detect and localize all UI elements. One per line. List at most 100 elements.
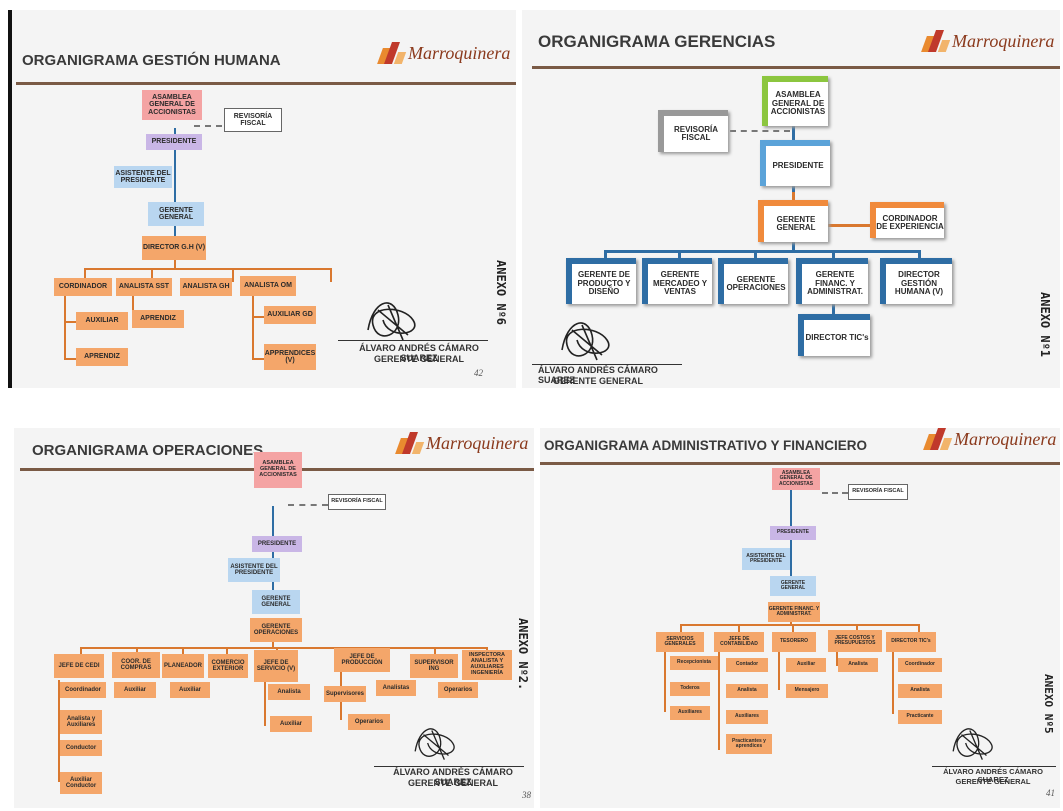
connector [718, 652, 720, 750]
title-rule [540, 462, 1060, 465]
brand-logo: Marroquinera [377, 42, 511, 64]
node-planeador: PLANEADOR [162, 654, 204, 678]
slide-title: ORGANIGRAMA GESTIÓN HUMANA [22, 52, 281, 69]
node-auxiliar-3: Auxiliar [270, 716, 312, 732]
node-presidente: PRESIDENTE [770, 526, 816, 540]
node-inspectora: INSPECTORA ANALISTA Y AUXILIARES INGENIE… [462, 650, 512, 680]
connector [754, 250, 757, 260]
connector [252, 358, 264, 360]
node-tesorero: TESORERO [772, 632, 816, 652]
node-analista-contabilidad: Analista [726, 684, 768, 698]
signature-icon [414, 728, 455, 760]
signature-name: ÁLVARO ANDRÉS CÁMARO SUAREZ [943, 767, 1043, 785]
node-revisoria: REVISORÍA FISCAL [328, 494, 386, 510]
node-jefe-cedi: JEFE DE CEDI [54, 654, 104, 678]
signature-name: ÁLVARO ANDRÉS CÁMARO SUAREZ [538, 365, 658, 385]
connector [80, 647, 488, 649]
node-presidente: PRESIDENTE [252, 536, 302, 552]
connector-dashed [730, 130, 790, 132]
connector [232, 268, 234, 282]
connector [434, 647, 436, 655]
node-aprendiz-1: APRENDIZ [132, 310, 184, 328]
node-gestion-humana: DIRECTOR GESTIÓN HUMANA (V) [880, 258, 952, 304]
node-aprendiz-2: APRENDIZ [76, 348, 128, 366]
brand-mark-icon [395, 432, 425, 454]
connector-dashed [194, 125, 222, 127]
signature-role: GERENTE GENERAL [552, 376, 643, 386]
node-supervisores: Supervisores [324, 686, 366, 702]
node-gerente: GERENTE GENERAL [252, 590, 300, 614]
node-asistente: ASISTENTE DEL PRESIDENTE [228, 558, 280, 582]
connector [226, 647, 228, 655]
node-mercadeo: GERENTE MERCADEO Y VENTAS [642, 258, 712, 304]
node-servicio: JEFE DE SERVICIO (V) [254, 650, 298, 682]
connector [918, 250, 921, 260]
connector-dashed [288, 504, 328, 506]
page-number: 42 [474, 368, 483, 378]
node-conductor: Conductor [60, 740, 102, 756]
node-cordinador: CORDINADOR [54, 278, 112, 296]
connector [828, 224, 878, 227]
connector [84, 268, 86, 282]
node-practicantes: Practicantes y aprendices [726, 734, 772, 754]
node-gerente: GERENTE GENERAL [770, 576, 816, 596]
node-operarios-2: Operarios [348, 714, 390, 730]
connector [182, 647, 184, 655]
node-presidente: PRESIDENTE [760, 140, 830, 186]
node-analista-gh: ANALISTA GH [180, 278, 232, 296]
signature-icon [952, 728, 993, 760]
connector [792, 192, 795, 202]
node-tics: DIRECTOR TIC's [886, 632, 936, 652]
node-gerente: GERENTE GENERAL [148, 202, 204, 226]
title-rule [532, 66, 1060, 69]
slide-title: ORGANIGRAMA OPERACIONES [32, 442, 264, 459]
brand-name: Marroquinera [408, 42, 511, 63]
signature-line [338, 340, 488, 341]
connector [738, 624, 740, 632]
slide-title: ORGANIGRAMA GERENCIAS [538, 32, 776, 51]
node-practicante: Practicante [898, 710, 942, 724]
node-presidente: PRESIDENTE [146, 134, 202, 150]
connector [680, 624, 920, 626]
annex-label: ANEXO Nº6 [494, 260, 508, 326]
connector [252, 316, 264, 318]
connector [80, 647, 82, 655]
slide-gerencias: ORGANIGRAMA GERENCIAS Marroquinera ASAMB… [522, 10, 1060, 388]
node-auxiliar-gd: AUXILIAR GD [264, 306, 316, 324]
signature-line [374, 766, 524, 767]
slide-gestion-humana: ORGANIGRAMA GESTIÓN HUMANA Marroquinera … [8, 10, 516, 388]
brand-name: Marroquinera [952, 30, 1055, 51]
slide-edge [8, 10, 12, 388]
signature-role: GERENTE GENERAL [955, 777, 1031, 786]
signature-name: ÁLVARO ANDRÉS CÁMARO SUAREZ [393, 767, 513, 787]
connector [252, 294, 254, 360]
node-analista-om: ANALISTA OM [240, 276, 296, 296]
signature-role: GERENTE GENERAL [373, 354, 464, 364]
connector [832, 302, 835, 316]
node-contabilidad: JEFE DE CONTABILIDAD [714, 632, 764, 652]
brand-name: Marroquinera [426, 432, 529, 453]
node-analista: Analista [268, 684, 310, 700]
node-asamblea: ASAMBLEA GENERAL DE ACCIONISTAS [762, 76, 828, 126]
page-number: 41 [1046, 788, 1055, 798]
connector [664, 652, 666, 712]
node-coordinador: Coordinador [898, 658, 942, 672]
signature-name: ÁLVARO ANDRÉS CÁMARO SUAREZ [359, 343, 479, 363]
slide-operaciones: ORGANIGRAMA OPERACIONES Marroquinera ASA… [14, 428, 534, 808]
node-comercio: COMERCIO EXTERIOR [208, 654, 248, 678]
connector [64, 294, 66, 360]
connector [856, 624, 858, 632]
node-auxiliar: AUXILIAR [76, 312, 128, 330]
connector [64, 321, 76, 323]
annex-label: ANEXO Nº2. [516, 618, 530, 691]
node-toderos: Toderos [670, 682, 710, 696]
connector [84, 268, 332, 270]
node-gerente-operaciones: GERENTE OPERACIONES [250, 618, 302, 642]
connector [330, 268, 332, 282]
node-apprendices: APPRENDICES (V) [264, 344, 316, 370]
connector [792, 624, 794, 632]
connector [604, 250, 607, 260]
node-tics: DIRECTOR TIC's [798, 314, 870, 356]
signature-role: GERENTE GENERAL [407, 778, 498, 788]
brand-logo: Marroquinera [923, 428, 1056, 450]
